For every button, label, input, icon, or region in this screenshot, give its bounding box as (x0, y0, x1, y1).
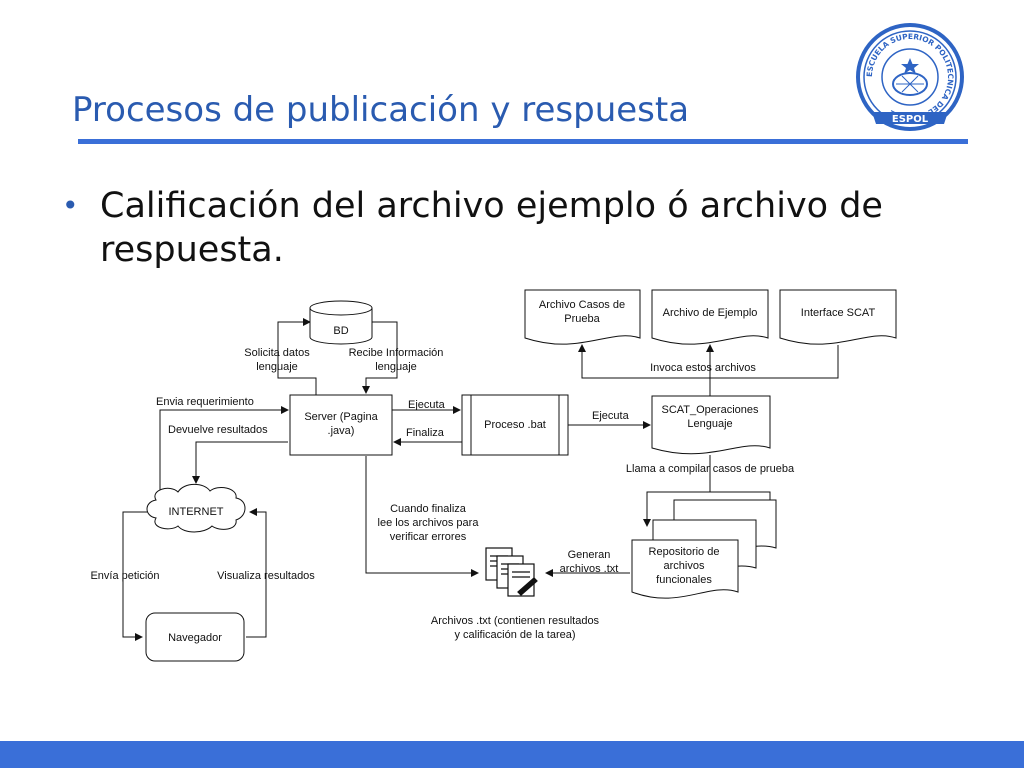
title-underline (78, 139, 968, 144)
repo-label-1: Repositorio de (649, 546, 720, 558)
repo-label-2: archivos (664, 560, 705, 572)
scat-operaciones-doc (651, 395, 771, 455)
interface-scat-doc (779, 289, 897, 345)
ejecuta-label-1: Ejecuta (408, 399, 446, 411)
cuando-label-1: Cuando finaliza (390, 503, 467, 515)
ejecuta-label-2: Ejecuta (592, 410, 630, 422)
database-cylinder: BD (309, 300, 373, 345)
cuando-label-3: verificar errores (390, 531, 467, 543)
cuando-label-2: lee los archivos para (378, 517, 480, 529)
archivo-casos-doc (524, 289, 641, 345)
server-box (289, 394, 393, 456)
navegador-label: Navegador (168, 632, 222, 644)
interface-label: Interface SCAT (801, 307, 876, 319)
finaliza-label: Finaliza (406, 427, 445, 439)
envia-requerimiento-label: Envia requerimiento (156, 396, 254, 408)
invoca-label: Invoca estos archivos (650, 362, 756, 374)
logo-banner-text: ESPOL (892, 114, 929, 125)
generan-label-1: Generan (568, 549, 611, 561)
ejemplo-label: Archivo de Ejemplo (663, 307, 758, 319)
envia-peticion-label: Envía petición (90, 570, 159, 582)
text-files-icon (485, 547, 538, 597)
recibe-label-2: lenguaje (375, 361, 417, 373)
llama-label: Llama a compilar casos de prueba (626, 463, 795, 475)
proceso-bat-box (461, 394, 569, 456)
casos-label-2: Prueba (564, 313, 600, 325)
visualiza-resultados-label: Visualiza resultados (217, 570, 315, 582)
proceso-bat-label: Proceso .bat (484, 419, 546, 431)
espol-logo: ESCUELA SUPERIOR POLITECNICA DEL LITORAL… (856, 23, 964, 131)
server-label-2: .java) (328, 425, 355, 437)
bullet-dot-icon: • (62, 189, 79, 222)
devuelve-resultados-label: Devuelve resultados (168, 424, 268, 436)
scat-label-2: Lenguaje (687, 418, 732, 430)
internet-label: INTERNET (169, 506, 224, 518)
internet-cloud (146, 483, 246, 533)
footer-bar (0, 741, 1024, 768)
server-label-1: Server (Pagina (304, 411, 378, 423)
archivo-ejemplo-doc (651, 289, 769, 345)
navegador-box (145, 612, 245, 662)
repositorio-multidoc (631, 499, 777, 599)
casos-label-1: Archivo Casos de (539, 299, 625, 311)
slide-title: Procesos de publicación y respuesta (72, 90, 690, 130)
archivos-txt-label-2: y calificación de la tarea) (454, 629, 575, 641)
generan-label-2: archivos .txt (560, 563, 619, 575)
solicita-label-2: lenguaje (256, 361, 298, 373)
repo-label-3: funcionales (656, 574, 712, 586)
recibe-label-1: Recibe Información (349, 347, 444, 359)
solicita-label-1: Solicita datos (244, 347, 310, 359)
archivos-txt-label-1: Archivos .txt (contienen resultados (431, 615, 600, 627)
bullet-text: Calificación del archivo ejemplo ó archi… (100, 186, 883, 270)
db-label: BD (333, 325, 348, 337)
scat-label-1: SCAT_Operaciones (661, 404, 759, 416)
